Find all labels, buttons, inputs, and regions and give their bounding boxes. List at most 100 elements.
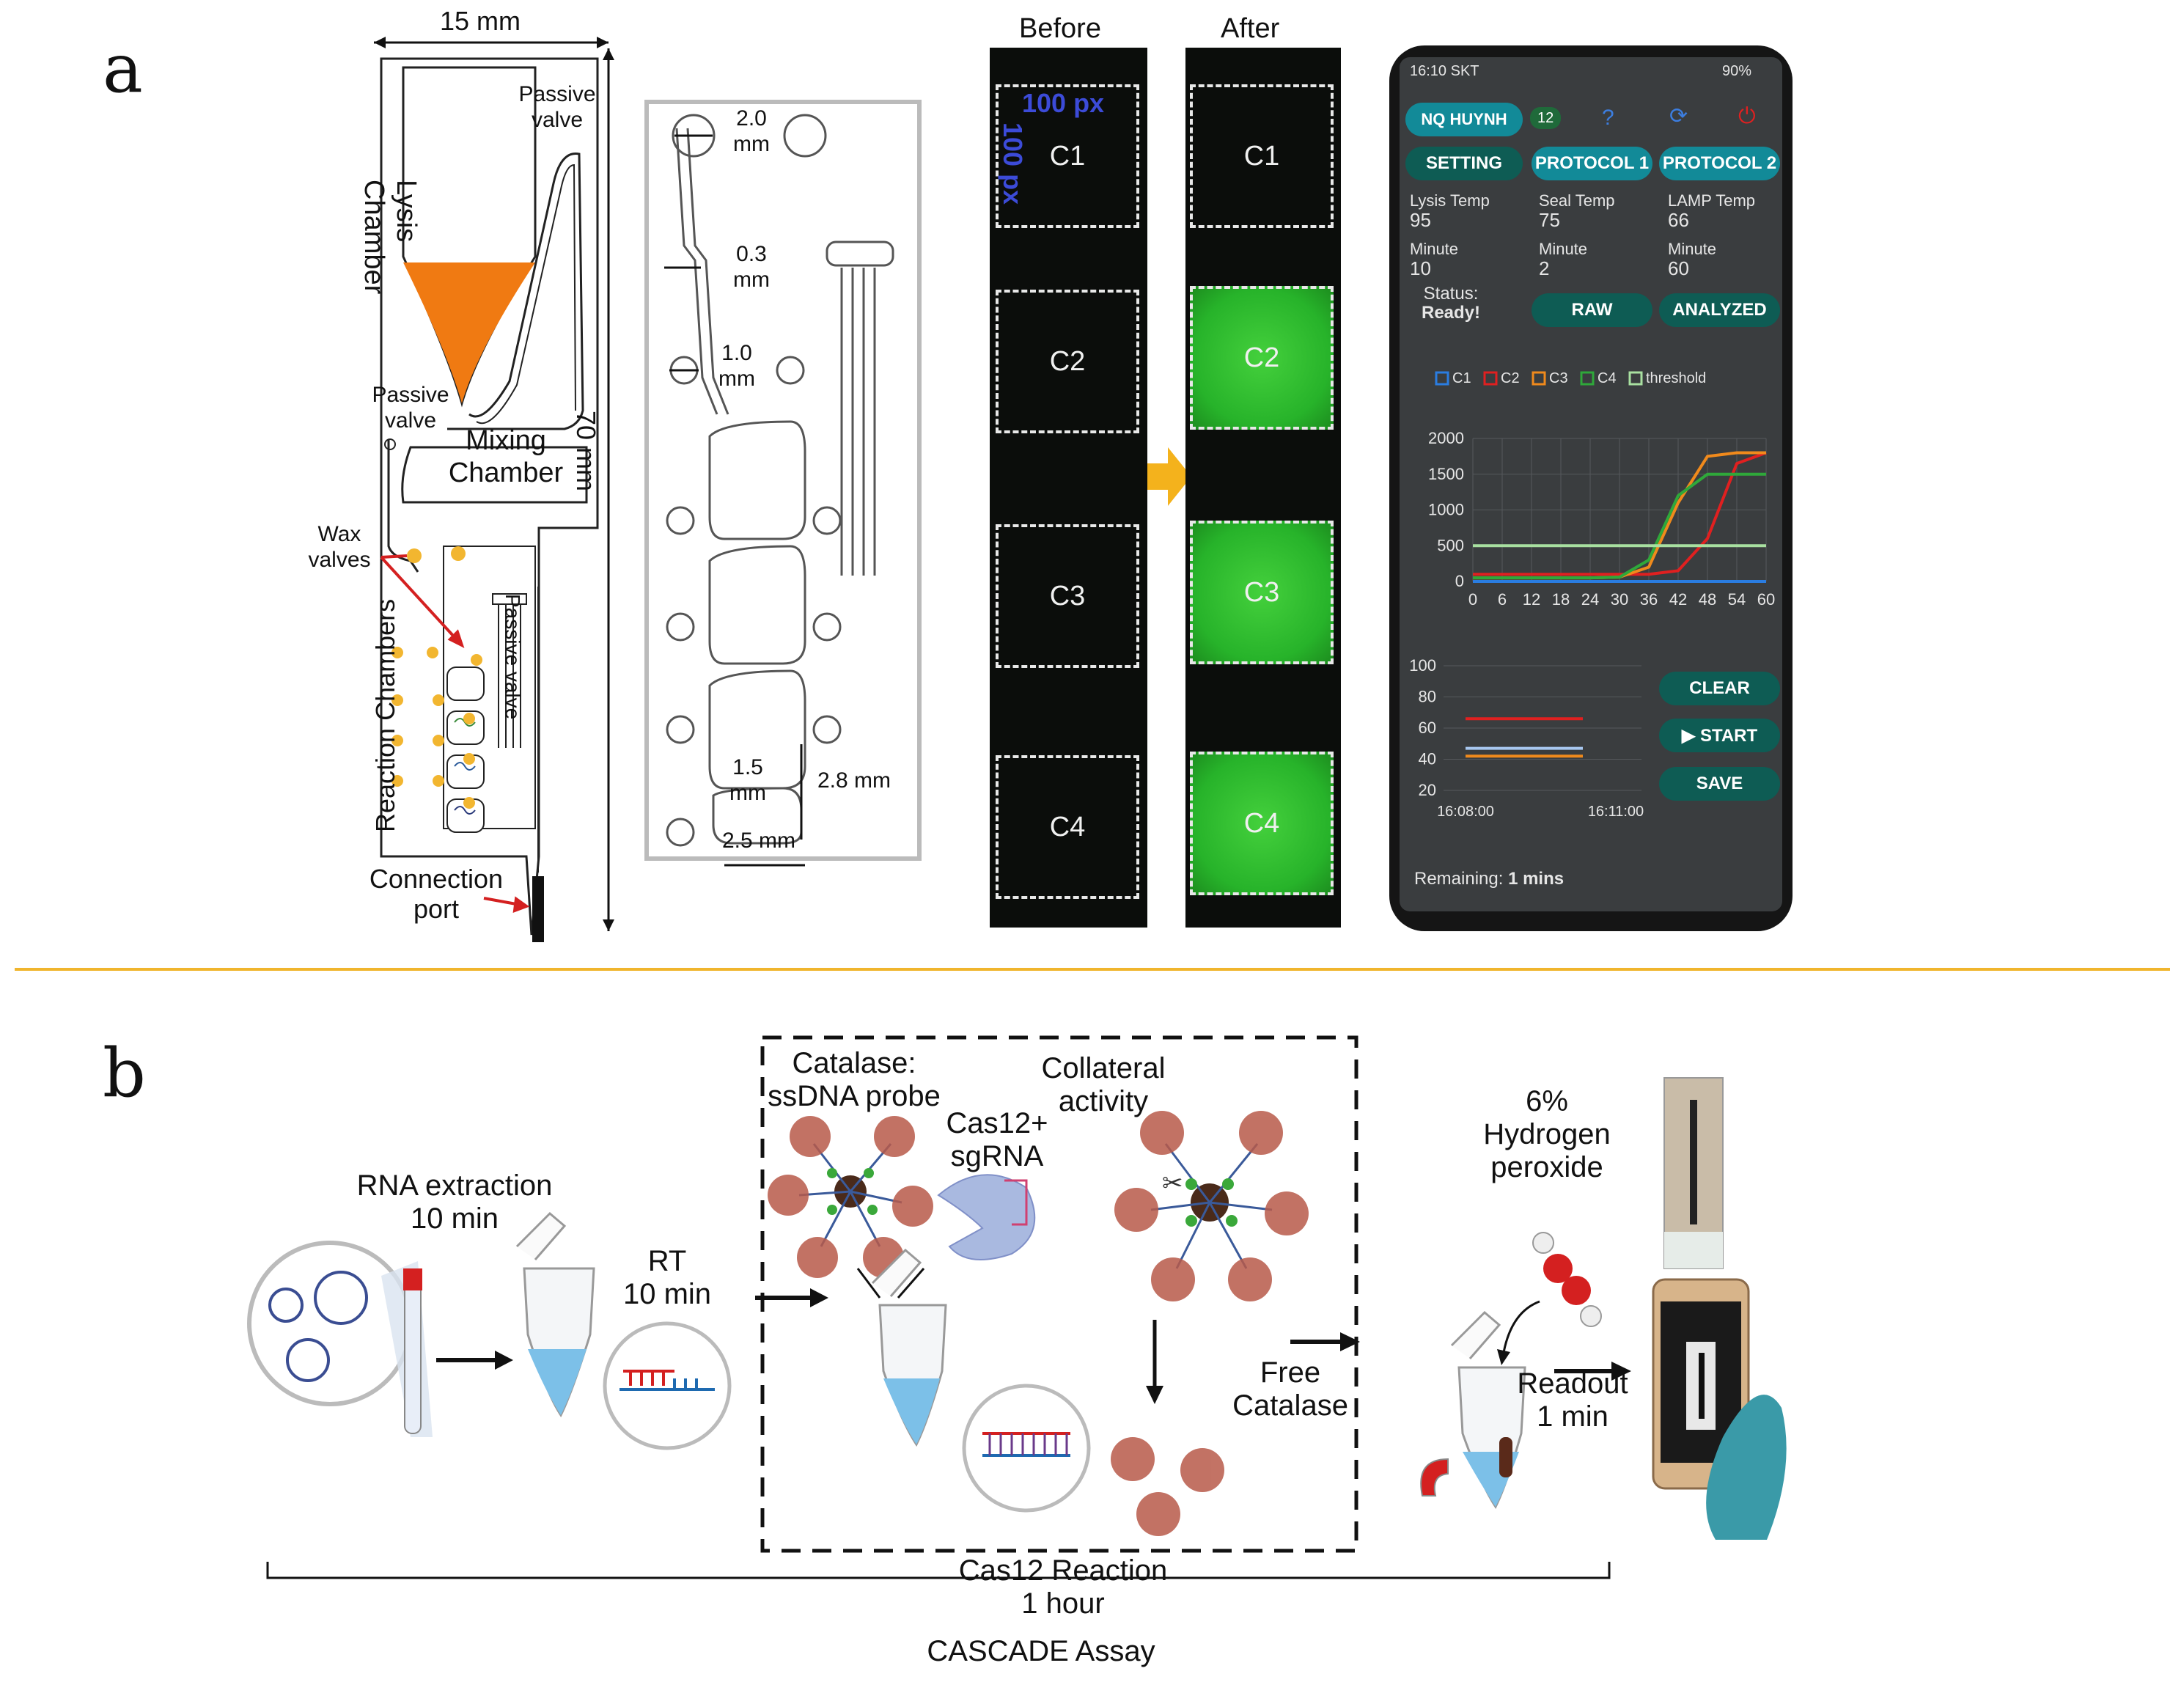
clear-button[interactable]: CLEAR — [1659, 672, 1780, 705]
phone-screen: 16:10 SKT 90% NQ HUYNH 12 ? ⟳ ⏻ SETTING … — [1400, 57, 1782, 911]
x-tick-label: 12 — [1523, 590, 1540, 609]
catalase-probe-cluster — [768, 1116, 933, 1278]
series-line-C2 — [1473, 451, 1767, 576]
y-tick-label: 100 — [1409, 656, 1436, 675]
legend-swatch-1 — [1483, 371, 1498, 386]
tube-3 — [1450, 1310, 1526, 1509]
chip-zoom-detail — [644, 100, 922, 867]
roi-size-v: 100 px — [998, 122, 1028, 205]
wax-valve-dots — [391, 546, 482, 809]
after-strip: C1 C2 C3 C4 — [1185, 48, 1341, 928]
label-passive-valve-right: Passive valve — [501, 594, 524, 720]
dim-height: 2.8 mm — [817, 768, 891, 793]
series-line-C4 — [1473, 472, 1766, 580]
before-cell-c2: C2 — [996, 290, 1139, 433]
legend-swatch-4 — [1628, 371, 1643, 386]
legend-label-2: C3 — [1549, 370, 1568, 386]
legend-label-1: C2 — [1501, 370, 1520, 386]
chip-schematic — [374, 37, 614, 942]
cascade-workflow-graphic: ✂ — [247, 1035, 1787, 1579]
save-button[interactable]: SAVE — [1659, 767, 1780, 801]
svg-text:✂: ✂ — [1162, 1169, 1183, 1198]
panel-a-letter: a — [103, 29, 143, 108]
after-cell-c2: C2 — [1190, 286, 1334, 430]
y-tick-label: 40 — [1419, 750, 1436, 768]
section-divider — [15, 968, 2170, 971]
label-reaction-chambers: Reaction Chambers — [370, 598, 400, 832]
before-cell-c4: C4 — [996, 755, 1139, 899]
analyzed-button[interactable]: ANALYZED — [1659, 293, 1780, 327]
lysis-fluid — [403, 262, 535, 403]
after-cell-c3: C3 — [1190, 521, 1334, 664]
legend-swatch-3 — [1580, 371, 1595, 386]
dim-width: 2.5 mm — [722, 829, 796, 853]
status-bar-left: 16:10 SKT — [1410, 63, 1479, 79]
after-label: After — [1221, 13, 1280, 44]
x-tick-label: 16:11:00 — [1588, 804, 1644, 820]
free-catalase-particles — [1111, 1437, 1224, 1536]
x-tick-label: 48 — [1699, 590, 1716, 609]
h2o2-molecule-icon — [1532, 1232, 1602, 1327]
after-cell-c1: C1 — [1190, 84, 1334, 228]
x-tick-label: 54 — [1728, 590, 1746, 609]
legend-swatch-0 — [1435, 371, 1449, 386]
x-tick-label: 18 — [1552, 590, 1570, 609]
protocol1-button[interactable]: PROTOCOL 1 — [1532, 147, 1652, 180]
y-tick-label: 500 — [1437, 536, 1464, 554]
arrow-right-icon — [1147, 447, 1191, 506]
gloved-hand — [1706, 1395, 1787, 1540]
user-button[interactable]: NQ HUYNH — [1405, 103, 1523, 136]
x-tick-label: 6 — [1498, 590, 1507, 609]
protocol2-button[interactable]: PROTOCOL 2 — [1659, 147, 1780, 180]
label-cas12-sgrna: Cas12+sgRNA — [946, 1107, 1048, 1172]
x-tick-label: 42 — [1669, 590, 1687, 609]
panel-b-letter: b — [103, 1034, 146, 1112]
magnet-icon — [1420, 1458, 1449, 1496]
help-icon[interactable]: ? — [1602, 106, 1614, 130]
y-tick-label: 60 — [1419, 719, 1436, 737]
roi-size-h: 100 px — [1022, 88, 1105, 118]
status-badge: 12 — [1530, 107, 1562, 129]
refresh-icon[interactable]: ⟳ — [1669, 104, 1688, 128]
before-strip: C1 C2 C3 C4 100 px 100 px — [990, 48, 1147, 928]
before-cell-c1: C1 — [996, 84, 1139, 228]
raw-button[interactable]: RAW — [1532, 293, 1652, 327]
x-tick-label: 16:08:00 — [1437, 804, 1494, 820]
setting-button[interactable]: SETTING — [1405, 147, 1523, 180]
before-label: Before — [1019, 13, 1101, 44]
status-bar-right: 90% — [1722, 63, 1752, 79]
x-tick-label: 30 — [1611, 590, 1628, 609]
tube-2 — [871, 1248, 947, 1447]
y-tick-label: 1500 — [1428, 465, 1464, 483]
collateral-cluster: ✂ — [1114, 1111, 1309, 1301]
x-tick-label: 60 — [1757, 590, 1775, 609]
power-icon[interactable]: ⏻ — [1738, 104, 1756, 128]
smartphone: 16:10 SKT 90% NQ HUYNH 12 ? ⟳ ⏻ SETTING … — [1389, 45, 1793, 931]
y-tick-label: 1000 — [1428, 501, 1464, 519]
start-button[interactable]: ▶ START — [1659, 719, 1780, 752]
